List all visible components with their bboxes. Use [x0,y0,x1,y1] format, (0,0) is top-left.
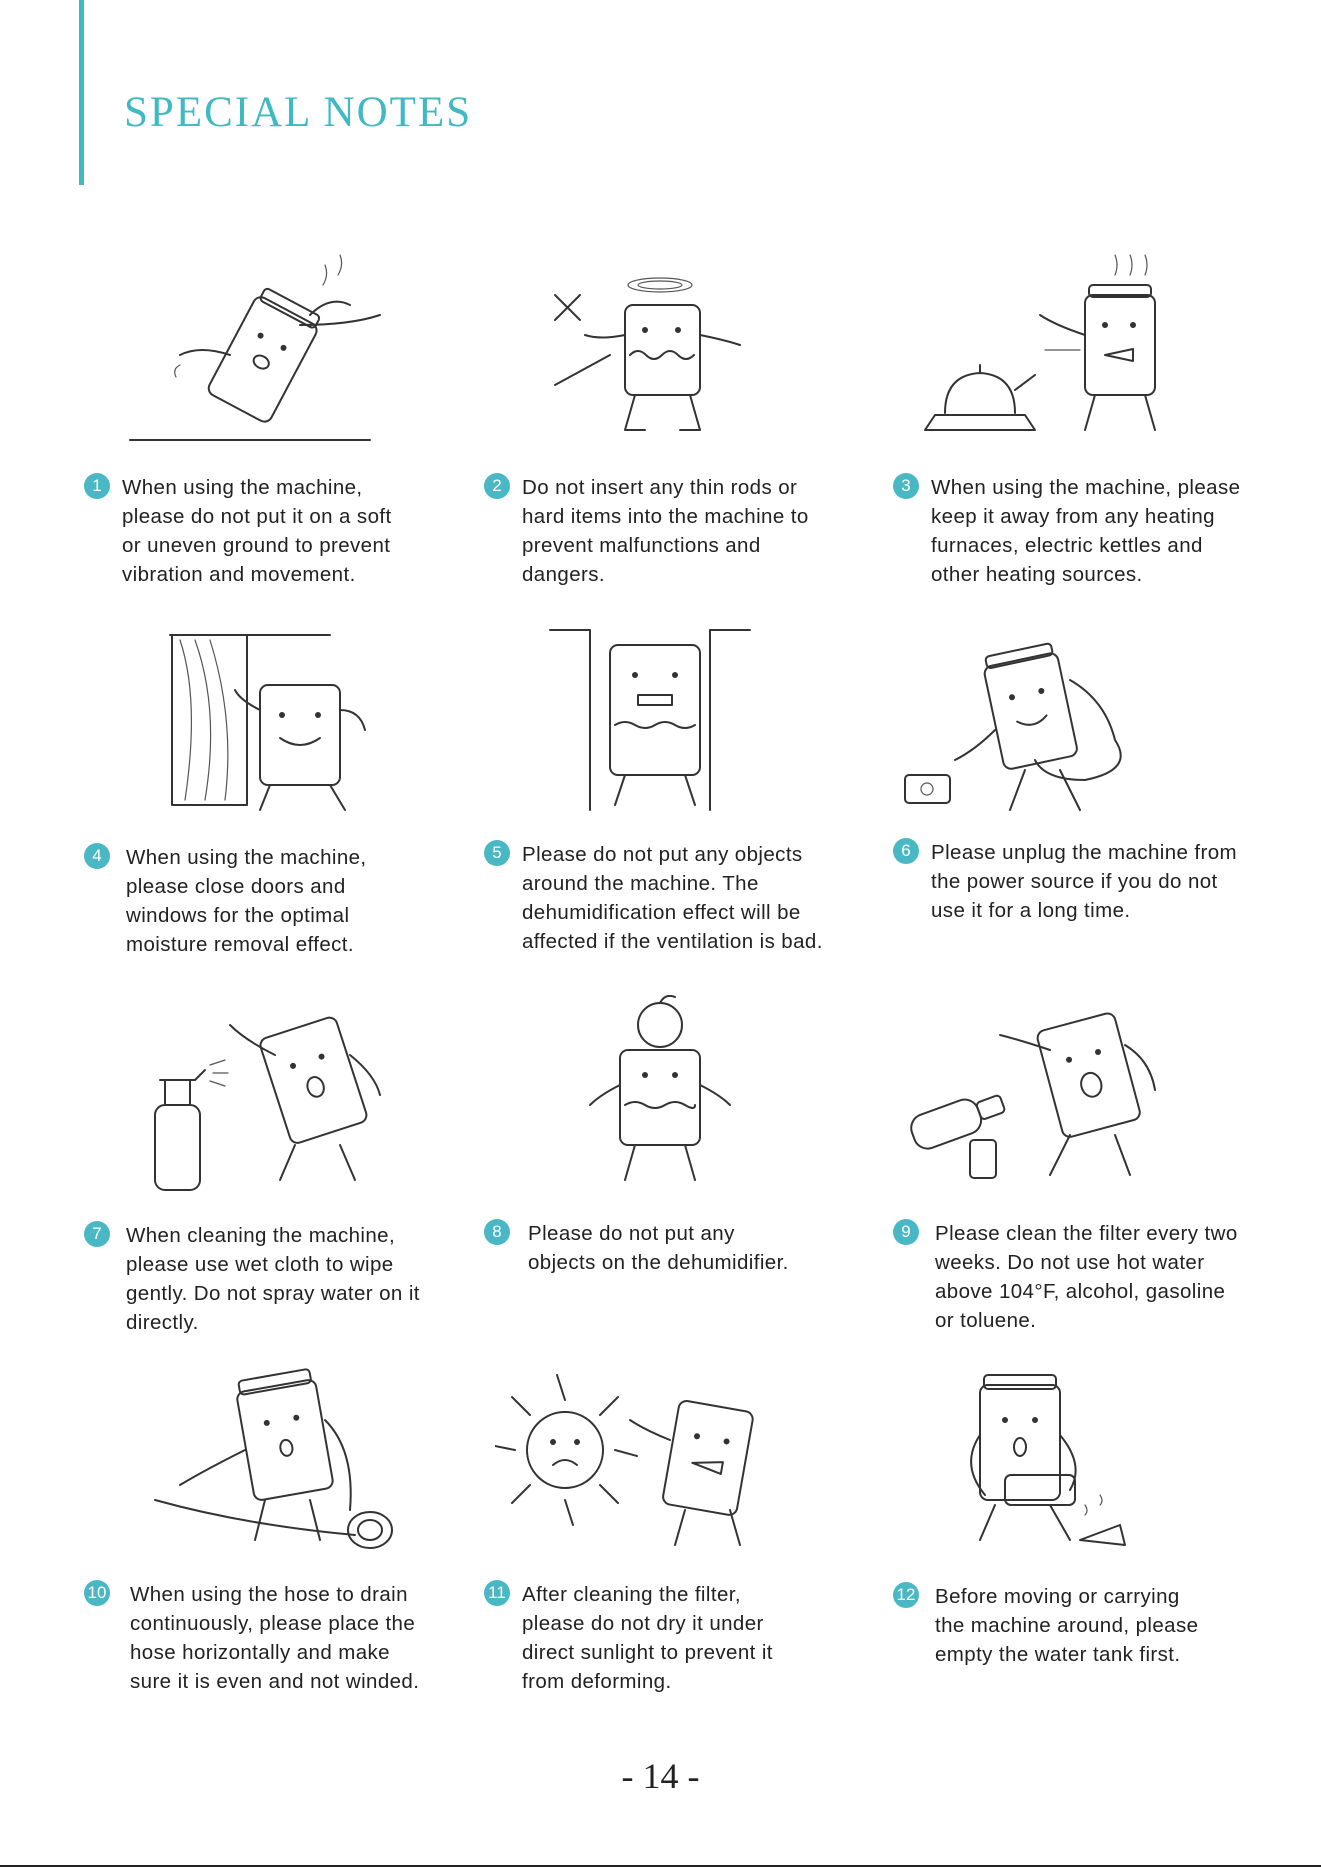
note-number-badge: 8 [484,1219,510,1245]
note-number-badge: 12 [893,1582,919,1608]
note-number-badge: 4 [84,843,110,869]
note-text: Please clean the filter every two weeks.… [935,1222,1238,1332]
note-text: After cleaning the filter, please do not… [522,1583,773,1693]
kettle-heat-icon [905,245,1205,445]
water-tank-icon [910,1365,1210,1565]
page-title: SPECIAL NOTES [124,89,473,136]
note-text: When using the machine, please keep it a… [931,476,1241,586]
note-text: Do not insert any thin rods or hard item… [522,476,809,586]
note-number-badge: 5 [484,840,510,866]
note-text: When using the hose to drain continuousl… [130,1583,420,1693]
unplug-icon [895,630,1195,830]
note-number-badge: 9 [893,1219,919,1245]
rod-insert-icon [510,245,810,445]
note-text: Please do not put any objects around the… [522,843,823,953]
page-number: - 14 - [621,1756,700,1796]
note-number-badge: 2 [484,473,510,499]
note-text: Please unplug the machine from the power… [931,841,1238,922]
note-text: When using the machine, please do not pu… [122,476,392,586]
ventilation-icon [520,615,820,815]
note-text: Please do not put any objects on the deh… [528,1222,789,1274]
note-text: Before moving or carrying the machine ar… [935,1585,1199,1666]
closed-window-icon [150,620,450,820]
note-text: When using the machine, please close doo… [126,846,367,956]
note-number-badge: 7 [84,1221,110,1247]
note-text: When cleaning the machine, please use we… [126,1224,420,1334]
bottle-solvent-icon [900,990,1200,1190]
object-on-top-icon [520,994,820,1195]
note-number-badge: 3 [893,473,919,499]
note-number-badge: 1 [84,473,110,499]
note-number-badge: 11 [484,1580,510,1606]
spray-bottle-icon [135,995,435,1195]
note-number-badge: 6 [893,838,919,864]
sunlight-icon [489,1360,795,1560]
drain-hose-icon [125,1360,425,1560]
note-number-badge: 10 [84,1580,110,1606]
header-accent-bar [79,0,84,185]
tilted-machine-icon [120,245,420,445]
bottom-divider [0,1865,1321,1867]
